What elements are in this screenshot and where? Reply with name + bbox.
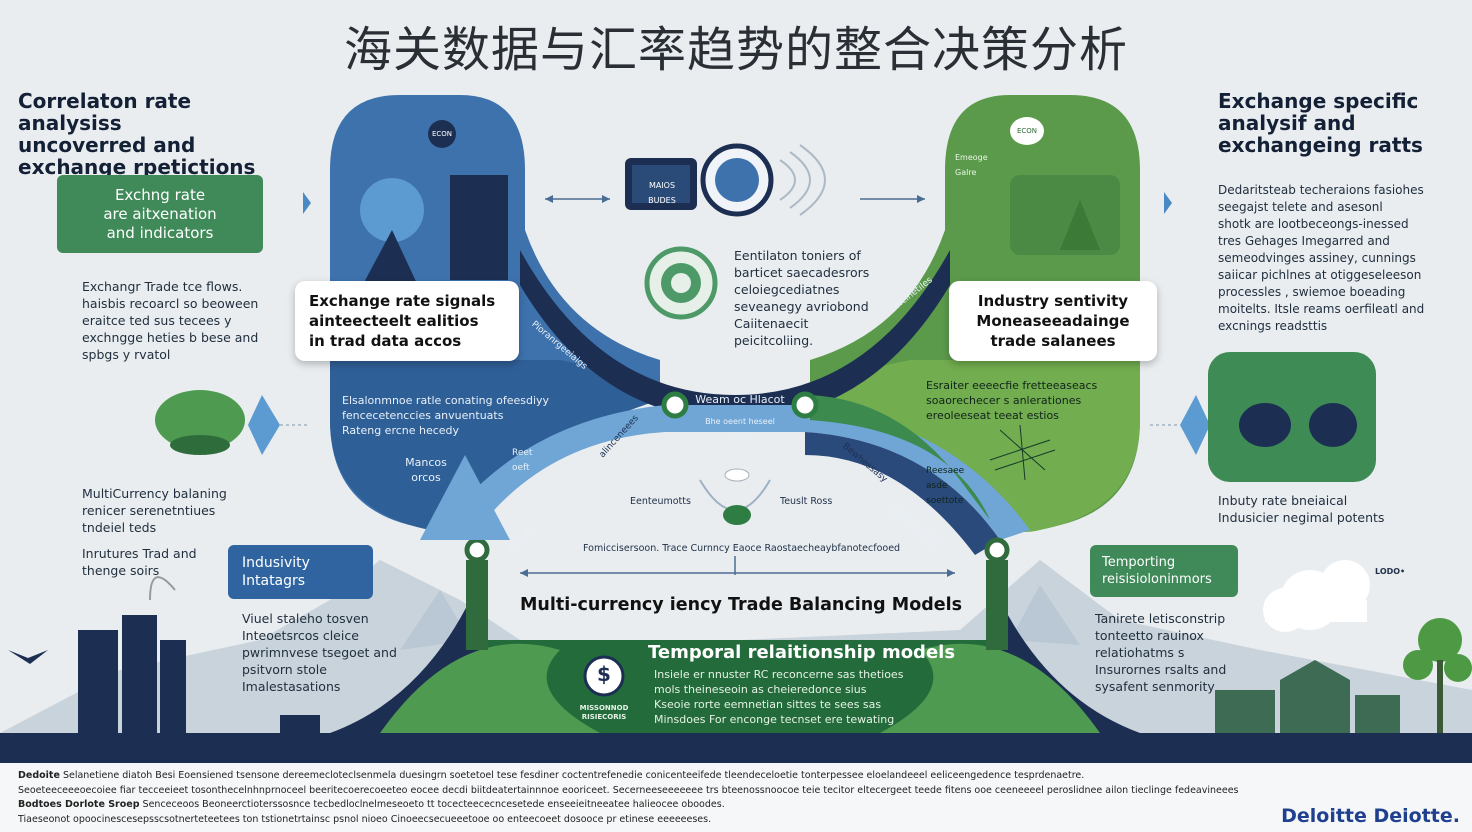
- page-title: 海关数据与汇率趋势的整合决策分析: [343, 22, 1128, 78]
- crane-icon: [149, 576, 176, 601]
- network-graph-icon: [989, 424, 1056, 481]
- center-node-label: Weam oc Hlacot: [695, 393, 785, 406]
- blue-lobe-lower: [330, 360, 660, 532]
- right-diamond-arrow: [1180, 395, 1210, 455]
- footer-line-4: Tiaeseonot opoocinescesepsscsotnerteteet…: [18, 814, 712, 825]
- center-node-right: [791, 391, 819, 419]
- signal-waves-icon: [779, 144, 826, 216]
- central-u-band-blue: [440, 405, 1030, 540]
- right-network-panel: [1208, 352, 1376, 482]
- right-pointer-arrow: [1164, 192, 1172, 214]
- left-blue-box: Indusivity Intatagrs: [228, 545, 373, 599]
- left-green-box: Exchng rate are aitxenation and indicato…: [57, 175, 263, 253]
- right-paragraph-2: Inbuty rate bneiaical Indusicier negimal…: [1218, 493, 1385, 525]
- dollar-caption: MISSONNOD RISIECORIS: [579, 704, 629, 721]
- tree-icon: [1403, 618, 1472, 733]
- green-mound-right: [880, 643, 1100, 733]
- cup-right-label: Teuslt Ross: [780, 496, 833, 507]
- left-paragraph-2: MultiCurrency balaning renicer serenetnt…: [82, 486, 227, 535]
- card-industry-sensitivity: Industry sentivity Moneaseeadainge trade…: [949, 281, 1157, 361]
- dollar-sign-icon: $: [597, 662, 611, 686]
- top-right-label: Emeoge Galre: [955, 153, 988, 177]
- left-paragraph-3: Inrutures Trad and thenge soirs: [82, 546, 197, 578]
- footer-line-3: Bodtoes Dorlote Sroep Senceceoos Beoneer…: [18, 799, 725, 810]
- footer-line-1: Dedoite Selanetiene diatoh Besi Eoensien…: [18, 770, 1085, 781]
- central-u-band-navy-right: [805, 432, 1000, 555]
- footer: Dedoite Selanetiene diatoh Besi Eoensien…: [0, 763, 1472, 832]
- left-globe-icon: [155, 390, 245, 450]
- right-paragraph-1: Dedaritsteab techeraions fasiohes seegaj…: [1218, 183, 1425, 333]
- lobe-globe-icon: [360, 178, 424, 242]
- houses-icon: [1215, 660, 1400, 733]
- left-paragraph-4: Viuel staleho tosven Inteoetsrcos cleice…: [242, 611, 397, 694]
- temporal-heading: Temporal relaitionship models: [648, 642, 956, 663]
- right-heading: Exchange specific analysif and exchangei…: [1218, 89, 1423, 157]
- cup-subtitle: Fomiccisersoon. Trace Curnncy Eaoce Raos…: [583, 543, 901, 554]
- building-icon: [450, 175, 508, 280]
- device-icon-text: MAIOS BUDES: [648, 181, 676, 205]
- blue-lobe-triangle: [420, 455, 510, 540]
- left-pointer-arrow: [303, 192, 311, 214]
- right-paragraph-3: Tanirete letisconstrip tonteetto rauinox…: [1095, 611, 1227, 694]
- footer-band: [0, 733, 1472, 763]
- cup-left-label: Eenteumotts: [630, 496, 691, 507]
- right-lodo-label: LODO•: [1375, 567, 1406, 576]
- dollar-badge-icon: [583, 655, 625, 697]
- right-mountain: [1010, 585, 1080, 645]
- blue-lobe-text: Elsalonmnoe ratle conating ofeesdiyy fen…: [342, 394, 550, 437]
- left-pipe: [466, 560, 488, 650]
- green-lobe-label: Reesaee asde soettote: [926, 466, 965, 506]
- green-lobe-text: Esraiter eeeecfie fretteeaseacs soaorech…: [926, 379, 1098, 422]
- center-node-left: [661, 391, 689, 419]
- left-diamond-arrow: [248, 395, 280, 455]
- green-lobe-lower: [810, 360, 1140, 532]
- central-u-band-green-right: [810, 395, 990, 520]
- center-description: Eentilaton toniers of barticet saecadesr…: [734, 248, 870, 348]
- cloud-icon: [1263, 560, 1370, 632]
- blue-lobe-label-a: Mancos orcos: [405, 456, 447, 484]
- right-green-box: Temporting reisisioloninmors: [1090, 545, 1238, 597]
- green-mound-left: [380, 643, 600, 733]
- center-node-sub: Bhe oeent heseel Lsiid: [705, 417, 775, 441]
- blue-lobe-label-b: Reet oeft: [512, 448, 533, 473]
- left-paragraph-1: Exchangr Trade tce flows. haisbis recoar…: [82, 279, 259, 362]
- bird-icon: [8, 650, 48, 664]
- brand-logo: Deloitte Deiotte.: [1281, 805, 1460, 827]
- left-pipe-node: [464, 537, 490, 563]
- right-pipe: [986, 560, 1008, 650]
- central-u-band-dark: [520, 250, 950, 420]
- footer-line-2: Seoeteeceeeoecoiee fiar tecceeieet toson…: [18, 785, 1238, 796]
- top-right-badge: ECON: [1010, 117, 1044, 145]
- left-heading: Correlaton rate analysiss uncoverred and…: [18, 89, 256, 179]
- right-pipe-node: [984, 537, 1010, 563]
- multi-currency-heading: Multi-currency iency Trade Balancing Mod…: [520, 595, 963, 615]
- card-exchange-signals: Exchange rate signals ainteecteelt ealit…: [295, 281, 519, 361]
- city-skyline: [78, 615, 320, 733]
- temporal-text: Insiele er nnuster RC reconcerne sas the…: [654, 668, 904, 726]
- top-left-badge: ECON: [428, 120, 456, 148]
